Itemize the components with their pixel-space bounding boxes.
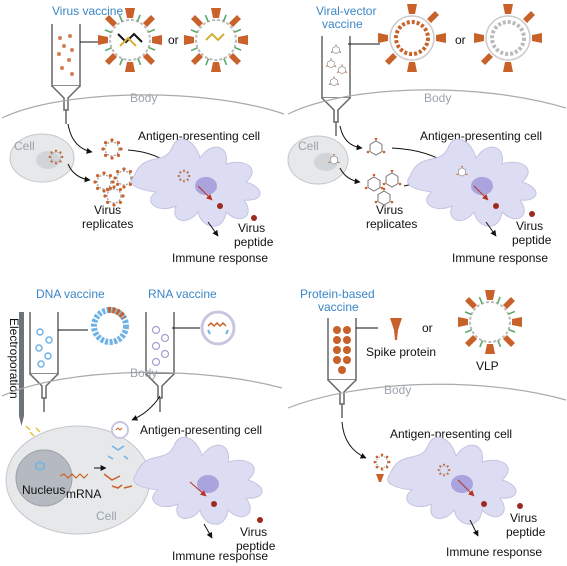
body-label: Body xyxy=(424,91,451,105)
syringe-icon xyxy=(321,35,351,137)
dna-vaccine-title: DNA vaccine xyxy=(36,287,105,301)
virus-particle-icon xyxy=(183,7,249,73)
apc-label: Antigen-presenting cell xyxy=(390,427,512,441)
cell-label: Cell xyxy=(14,139,35,153)
antigen-presenting-cell xyxy=(407,138,537,227)
body-label: Body xyxy=(130,91,157,105)
or-label: or xyxy=(168,33,179,47)
electroporation-needle-icon xyxy=(19,312,41,437)
rna-vaccine-title: RNA vaccine xyxy=(148,287,217,301)
viral-vector-particle-icon xyxy=(474,4,542,72)
mrna-label: mRNA xyxy=(66,487,101,501)
spike-protein-label: Spike protein xyxy=(366,345,436,359)
apc-label: Antigen-presenting cell xyxy=(420,129,542,143)
immune-response-label: Immune response xyxy=(452,251,548,265)
syringe-icon xyxy=(51,23,81,125)
apc-label: Antigen-presenting cell xyxy=(138,129,260,143)
dna-syringe-icon xyxy=(29,311,59,413)
dna-plasmid-icon xyxy=(91,306,129,345)
or-label: or xyxy=(455,33,466,47)
lipid-nanoparticle-icon xyxy=(200,310,236,346)
body-label: Body xyxy=(384,383,411,397)
vlp-icon xyxy=(457,289,523,355)
viral-vector-particle-icon xyxy=(378,4,446,72)
protein-syringe-icon xyxy=(327,317,357,419)
panel-virus-vaccine: Virus vaccine or Body Cell Antigen-prese… xyxy=(1,4,285,265)
or-label: or xyxy=(422,321,433,335)
nucleus-label: Nucleus xyxy=(22,483,65,497)
rna-syringe-icon xyxy=(145,311,175,413)
virus-particle-icon xyxy=(97,7,163,73)
panel-nucleic-acid-vaccine: DNA vaccine RNA vaccine Electroporation xyxy=(1,287,283,563)
antigen-presenting-cell xyxy=(131,138,261,227)
body-label: Body xyxy=(130,366,157,380)
electroporation-label: Electroporation xyxy=(7,318,21,399)
cell-label: Cell xyxy=(96,509,117,523)
spike-protein-icon xyxy=(390,318,402,340)
immune-response-label: Immune response xyxy=(172,251,268,265)
antigen-presenting-cell xyxy=(387,436,517,525)
immune-response-label: Immune response xyxy=(446,545,542,559)
vlp-label: VLP xyxy=(476,359,499,373)
apc-label: Antigen-presenting cell xyxy=(140,423,262,437)
immune-response-label: Immune response xyxy=(172,549,268,563)
nucleus xyxy=(15,449,73,507)
cell-label: Cell xyxy=(298,139,319,153)
antigen-presenting-cell xyxy=(133,436,263,525)
virus-vaccine-title: Virus vaccine xyxy=(52,4,123,18)
